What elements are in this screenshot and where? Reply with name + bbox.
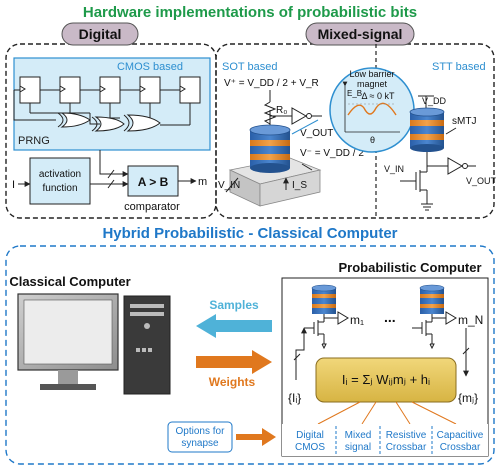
activation-label-2: function	[42, 183, 77, 194]
vout-sot-label: V_OUT	[300, 128, 333, 139]
option-digital-1: Digital	[296, 430, 324, 441]
stt-label: STT based	[432, 61, 486, 73]
inverter-stt	[447, 157, 476, 175]
activation-label-1: activation	[39, 169, 81, 180]
resistor-r0	[263, 90, 292, 128]
comparator-box	[127, 165, 179, 197]
option-digital-2: CMOS	[295, 442, 325, 453]
vin-sot-wire	[225, 177, 239, 193]
activation-function-box	[29, 157, 91, 205]
tab-digital	[61, 22, 139, 46]
title-top: Hardware implementations of probabilisti…	[83, 4, 417, 21]
tab-digital-label: Digital	[79, 26, 122, 42]
vminus-wire	[301, 163, 313, 171]
option-mixed-2: signal	[345, 442, 371, 453]
weights-label: Weights	[209, 375, 256, 389]
hybrid-panel	[5, 245, 495, 465]
sot-device	[228, 110, 322, 207]
comparator-wires	[90, 150, 197, 189]
option-capacitive-1: Capacitive	[437, 430, 484, 441]
option-resistive-1: Resistive	[386, 430, 427, 441]
r0-label: R₀	[276, 105, 287, 116]
vout-stt-label: V_OUT	[466, 176, 497, 186]
input-set-label: {Iᵢ}	[288, 391, 301, 405]
option-connectors	[317, 401, 457, 425]
magnet-title-1: Low barrier	[349, 69, 394, 79]
classical-computer-illustration	[17, 293, 171, 395]
vminus-label: V⁻ = V_DD / 2	[300, 148, 364, 159]
option-resistive-2: Crossbar	[386, 442, 427, 453]
eb-label: E_B	[347, 89, 362, 98]
options-row	[282, 424, 488, 456]
synapse-note-arrow	[236, 428, 276, 446]
smtj-label: sMTJ	[452, 116, 476, 127]
pbit-n	[412, 284, 457, 350]
m1-label: m₁	[350, 313, 364, 327]
samples-arrow	[196, 314, 272, 338]
comparator-label: comparator	[124, 201, 180, 213]
comparator-expression: A > B	[138, 175, 169, 189]
cmos-box	[13, 57, 211, 151]
classical-computer-label: Classical Computer	[9, 274, 130, 289]
vdd-stt-label: V_DD	[422, 96, 447, 106]
vplus-label: V⁺ = V_DD / 2 + V_R	[224, 78, 319, 89]
xor-gate	[60, 112, 91, 128]
prng-label: PRNG	[18, 135, 50, 147]
tower-icon	[123, 295, 171, 395]
mn-label: m_N	[458, 313, 483, 327]
smtj-pointer	[445, 127, 457, 135]
delta-label: Δ ≈ 0 kT	[362, 91, 395, 101]
cmos-label: CMOS based	[117, 61, 183, 73]
is-label: I_S	[292, 180, 307, 191]
option-capacitive-2: Crossbar	[440, 442, 481, 453]
weights-arrow	[196, 350, 272, 374]
synapse-equation: Iᵢ = Σⱼ Wᵢⱼmⱼ + hᵢ	[342, 372, 430, 387]
synapse-equation-box	[315, 357, 457, 403]
synapse-options-note	[167, 421, 233, 453]
pbit-1	[304, 284, 349, 350]
xor-gates	[57, 112, 161, 132]
input-i-label: I	[12, 179, 15, 191]
title-bottom: Hybrid Probabilistic - Classical Compute…	[102, 225, 397, 242]
theta-label: θ	[370, 135, 375, 145]
samples-label: Samples	[209, 298, 259, 312]
tab-mixed-signal	[305, 22, 415, 46]
inverter-sot	[291, 107, 322, 125]
output-m-label: m	[198, 176, 207, 188]
vin-stt-label: V_IN	[384, 164, 404, 174]
stt-mtj-device	[409, 96, 445, 162]
flip-flop-wires	[13, 85, 191, 126]
option-mixed-1: Mixed	[345, 430, 372, 441]
xor-gate	[94, 116, 125, 132]
synapse-note-1: Options for	[176, 426, 226, 437]
tab-mixed-signal-label: Mixed-signal	[318, 26, 403, 42]
vin-sot-label: V_IN	[218, 180, 240, 191]
sot-label: SOT based	[222, 61, 277, 73]
output-set-label: {mⱼ}	[458, 391, 478, 405]
xor-gate	[126, 114, 161, 132]
magnet-title-2: magnet	[357, 79, 388, 89]
synapse-note-2: synapse	[181, 438, 219, 449]
ellipsis-label: ...	[384, 309, 396, 325]
bus-wires	[293, 327, 470, 380]
stt-transistor	[400, 162, 448, 211]
probabilistic-computer-label: Probabilistic Computer	[338, 260, 481, 275]
